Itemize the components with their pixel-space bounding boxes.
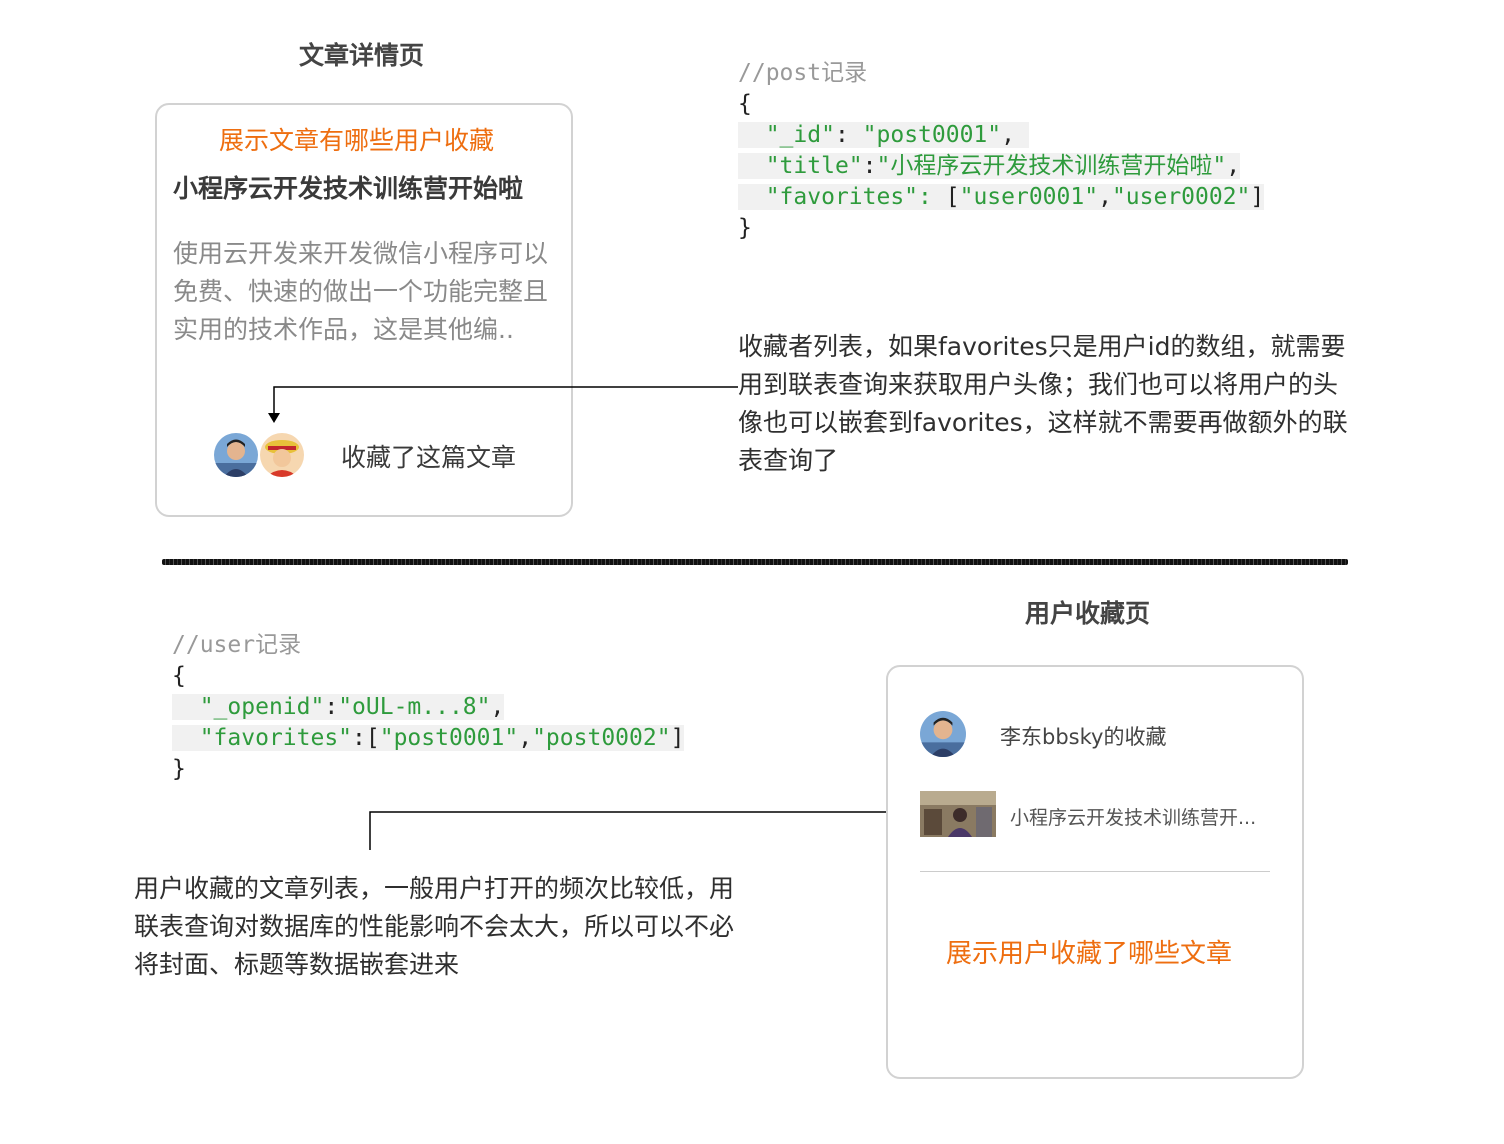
favorites-owner-avatar <box>918 709 968 759</box>
favorited-caption: 收藏了这篇文章 <box>341 443 517 472</box>
user-favorites-heading: 用户收藏页 <box>1025 599 1151 628</box>
article-title: 小程序云开发技术训练营开始啦 <box>173 174 524 203</box>
user-favorites-card: 李东bbsky的收藏 小程序云开发技术训练营开... 展示用户收藏了哪些文章 <box>886 665 1304 1079</box>
user-favorites-note: 用户收藏的文章列表，一般用户打开的频次比较低，用联表查询对数据库的性能影响不会太… <box>134 874 735 979</box>
post-favorites-value-1: "user0001" <box>959 184 1099 210</box>
user-favorites-value-1: "post0001" <box>379 725 519 751</box>
user-openid-key: "_openid" <box>199 694 325 720</box>
article-favorites-highlight: 展示文章有哪些用户收藏 <box>219 126 495 155</box>
list-separator <box>920 871 1270 872</box>
post-favorites-value-2: "user0002" <box>1111 184 1251 210</box>
section-divider <box>162 559 1348 565</box>
post-code-open: { <box>738 91 752 117</box>
post-title-key: "title" <box>765 153 863 179</box>
user-favorites-key: "favorites" <box>199 725 353 751</box>
article-cover-thumbnail[interactable] <box>920 791 996 837</box>
post-favorites-key: "favorites" <box>765 184 919 210</box>
post-code-comment: //post记录 <box>738 60 868 86</box>
user-favorites-highlight: 展示用户收藏了哪些文章 <box>946 939 1233 969</box>
user-favorites-value-2: "post0002" <box>532 725 671 751</box>
user-record-code: //user记录 { "_openid":"oUL-m...8", "favor… <box>172 632 685 782</box>
post-record-code: //post记录 { "_id": "post0001", "title":"小… <box>738 60 1265 241</box>
post-code-close: } <box>738 215 752 241</box>
bottom-connector-arrow <box>369 806 912 850</box>
user-openid-value: "oUL-m...8" <box>338 694 491 720</box>
user-avatar-1 <box>212 431 260 479</box>
favorites-owner-title: 李东bbsky的收藏 <box>1000 725 1167 749</box>
favorites-note: 收藏者列表，如果favorites只是用户id的数组，就需要用到联表查询来获取用… <box>738 332 1348 475</box>
favorite-item-title[interactable]: 小程序云开发技术训练营开... <box>1010 807 1257 829</box>
post-id-value: "post0001" <box>862 122 1002 148</box>
article-summary: 使用云开发来开发微信小程序可以免费、快速的做出一个功能完整且实用的技术作品，这是… <box>173 239 549 344</box>
user-code-comment: //user记录 <box>172 632 302 658</box>
post-title-value: "小程序云开发技术训练营开始啦" <box>876 153 1227 179</box>
user-code-close: } <box>172 756 186 782</box>
article-detail-heading: 文章详情页 <box>299 41 425 70</box>
user-code-open: { <box>172 663 186 689</box>
post-id-key: "_id" <box>765 122 835 148</box>
article-detail-card: 展示文章有哪些用户收藏 小程序云开发技术训练营开始啦 使用云开发来开发微信小程序… <box>155 103 573 517</box>
user-avatar-2 <box>258 431 306 479</box>
top-connector-arrow <box>268 386 738 423</box>
